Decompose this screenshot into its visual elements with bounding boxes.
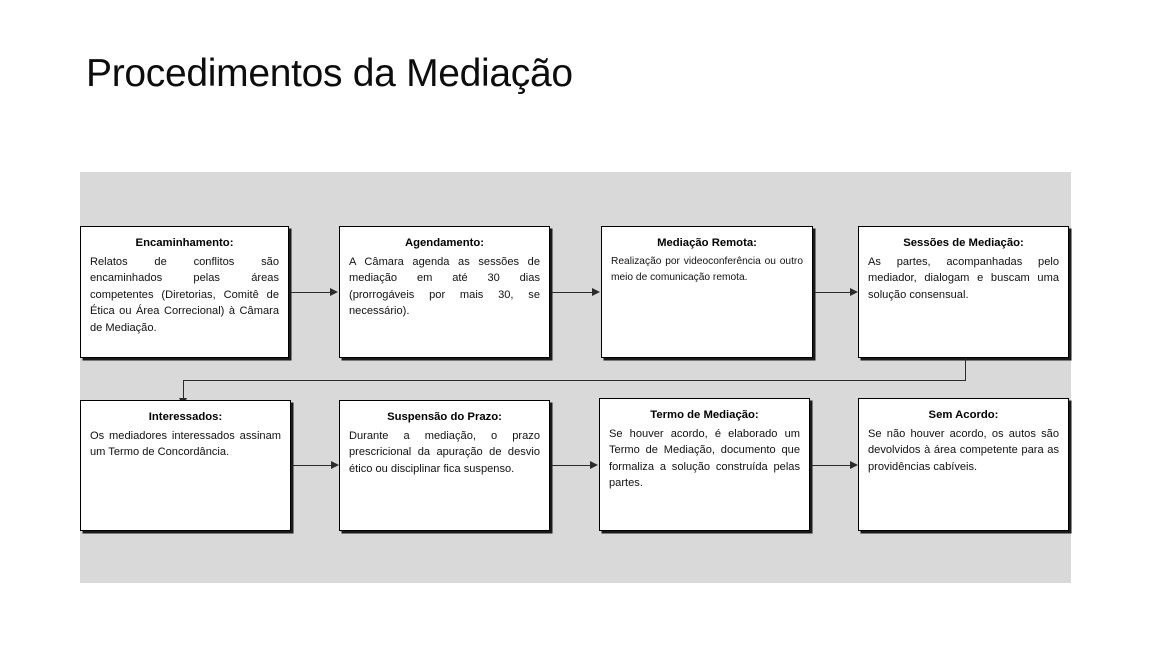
flow-box-agendamento[interactable]: Agendamento: A Câmara agenda as sessões … — [339, 226, 550, 358]
flow-box-mediacao-remota[interactable]: Mediação Remota: Realização por videocon… — [601, 226, 813, 358]
flow-box-body: Durante a mediação, o prazo prescriciona… — [349, 430, 540, 475]
flow-box-title: Sem Acordo: — [928, 409, 999, 421]
flow-box-title: Termo de Mediação: — [650, 409, 759, 421]
flow-box-title: Mediação Remota: — [657, 237, 757, 249]
flow-box-encaminhamento[interactable]: Encaminhamento: Relatos de conflitos são… — [80, 226, 289, 358]
flow-box-body: Os mediadores interessados assinam um Te… — [90, 430, 281, 459]
flow-box-body: As partes, acompanhadas pelo mediador, d… — [868, 256, 1059, 301]
flow-box-suspensao-do-prazo[interactable]: Suspensão do Prazo: Durante a mediação, … — [339, 400, 550, 531]
flow-box-body: Realização por videoconferência ou outro… — [611, 256, 803, 283]
flow-box-termo-de-mediacao[interactable]: Termo de Mediação: Se houver acordo, é e… — [599, 398, 810, 531]
diagram-panel: Encaminhamento: Relatos de conflitos são… — [80, 172, 1071, 583]
flow-box-body: Relatos de conflitos são encaminhados pe… — [90, 256, 279, 334]
flow-box-title: Agendamento: — [404, 237, 485, 249]
page-title: Procedimentos da Mediação — [86, 52, 573, 95]
flow-box-title: Suspensão do Prazo: — [387, 411, 502, 423]
flow-box-body: A Câmara agenda as sessões de mediação e… — [349, 256, 540, 318]
flow-box-title: Encaminhamento: — [135, 237, 234, 249]
flow-box-title: Interessados: — [148, 411, 223, 423]
flow-box-sem-acordo[interactable]: Sem Acordo: Se não houver acordo, os aut… — [858, 398, 1069, 531]
flow-box-body: Se houver acordo, é elaborado um Termo d… — [609, 428, 800, 490]
flow-box-body: Se não houver acordo, os autos são devol… — [868, 428, 1059, 473]
flow-box-title: Sessões de Mediação: — [903, 237, 1024, 249]
flow-box-sessoes-de-mediacao[interactable]: Sessões de Mediação: As partes, acompanh… — [858, 226, 1069, 358]
flow-box-interessados[interactable]: Interessados: Os mediadores interessados… — [80, 400, 291, 531]
